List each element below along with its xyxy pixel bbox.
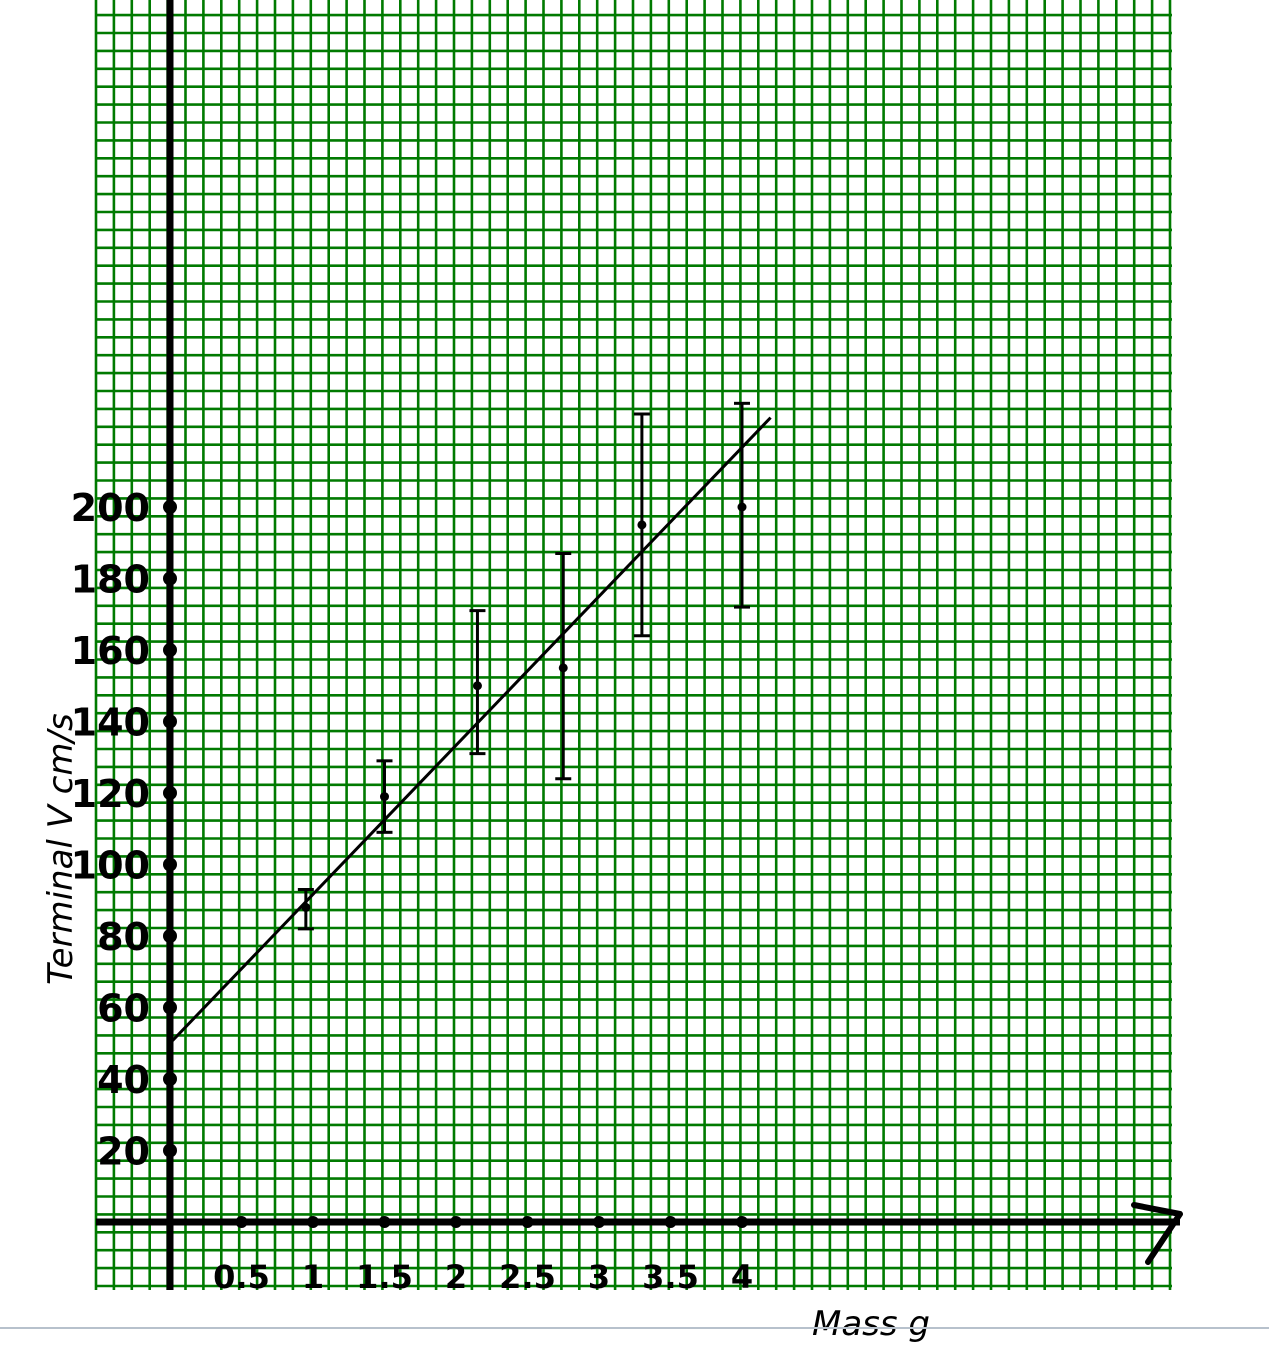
data-point	[637, 520, 647, 530]
y-tick-label: 140	[71, 701, 150, 745]
x-tick-label: 3.5	[642, 1258, 699, 1296]
y-tick-dot	[163, 786, 177, 800]
x-tick-dot	[736, 1216, 748, 1228]
x-axis-arrowhead	[1131, 1202, 1183, 1265]
y-tick-dot	[163, 571, 177, 586]
y-tick-label: 40	[97, 1058, 150, 1102]
data-point	[737, 502, 747, 512]
y-tick-dot	[163, 643, 177, 657]
x-tick-label: 1	[302, 1258, 324, 1296]
y-tick-label: 80	[97, 915, 150, 959]
grid-lines	[94, 0, 1172, 1290]
data-point	[558, 663, 568, 673]
y-tick-label: 120	[71, 772, 150, 816]
y-tick-dot	[163, 1143, 177, 1158]
x-tick-label: 4	[731, 1258, 753, 1296]
x-tick-dot	[235, 1216, 248, 1228]
data-point	[301, 902, 311, 912]
x-tick-dot	[664, 1216, 677, 1228]
y-tick-label: 180	[71, 558, 150, 602]
y-tick-label: 60	[97, 987, 150, 1031]
data-point	[472, 681, 482, 691]
data-points	[297, 401, 750, 931]
y-tick-label: 200	[71, 486, 150, 530]
x-tick-dot	[307, 1216, 319, 1228]
best-fit-line-group	[168, 416, 772, 1045]
tick-marks: 0.5 1 1.5 2 2.5 3 3.5 4 20 40 60 80 100 120 140 160 180 2…	[71, 486, 753, 1296]
x-tick-dot	[450, 1216, 462, 1228]
y-tick-dot	[163, 500, 177, 514]
y-axis-label: Terminal V cm/s	[41, 713, 81, 985]
x-tick-dot	[378, 1216, 391, 1228]
x-tick-label: 1.5	[356, 1258, 413, 1296]
y-tick-dot	[163, 1000, 177, 1015]
y-tick-dot	[163, 929, 177, 943]
y-tick-dot	[163, 1072, 177, 1086]
data-point	[380, 792, 389, 802]
x-tick-label: 2	[445, 1258, 467, 1296]
x-tick-label: 3	[588, 1258, 610, 1296]
y-tick-dot	[163, 857, 177, 872]
x-tick-label: 0.5	[213, 1258, 270, 1296]
y-tick-label: 20	[97, 1130, 150, 1174]
x-tick-dot	[521, 1216, 534, 1228]
page-divider	[0, 1327, 1269, 1329]
y-tick-label: 160	[71, 629, 150, 673]
x-tick-label: 2.5	[499, 1258, 556, 1296]
x-tick-dot	[593, 1216, 605, 1228]
y-tick-dot	[163, 714, 177, 729]
best-fit-line	[168, 416, 772, 1045]
x-axis-label: Mass g	[812, 1304, 930, 1344]
y-tick-label: 100	[71, 844, 150, 888]
